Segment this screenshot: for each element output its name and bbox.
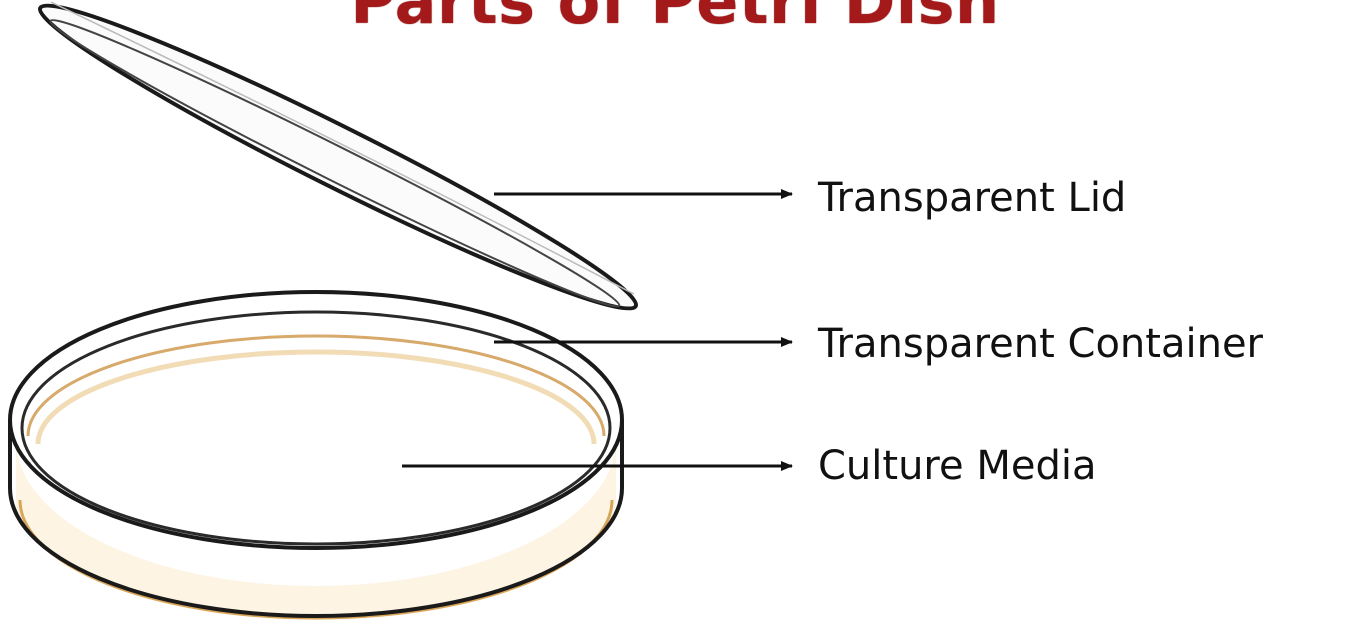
label-culture-media: Culture Media <box>818 442 1096 490</box>
lid-outer-rim <box>27 0 649 333</box>
lid <box>27 0 649 333</box>
label-transparent-container: Transparent Container <box>818 320 1263 368</box>
container-inner-rim <box>22 312 610 544</box>
culture-media-surface-glow <box>38 352 594 444</box>
container-top-rim <box>10 292 622 548</box>
label-transparent-lid: Transparent Lid <box>818 174 1126 222</box>
